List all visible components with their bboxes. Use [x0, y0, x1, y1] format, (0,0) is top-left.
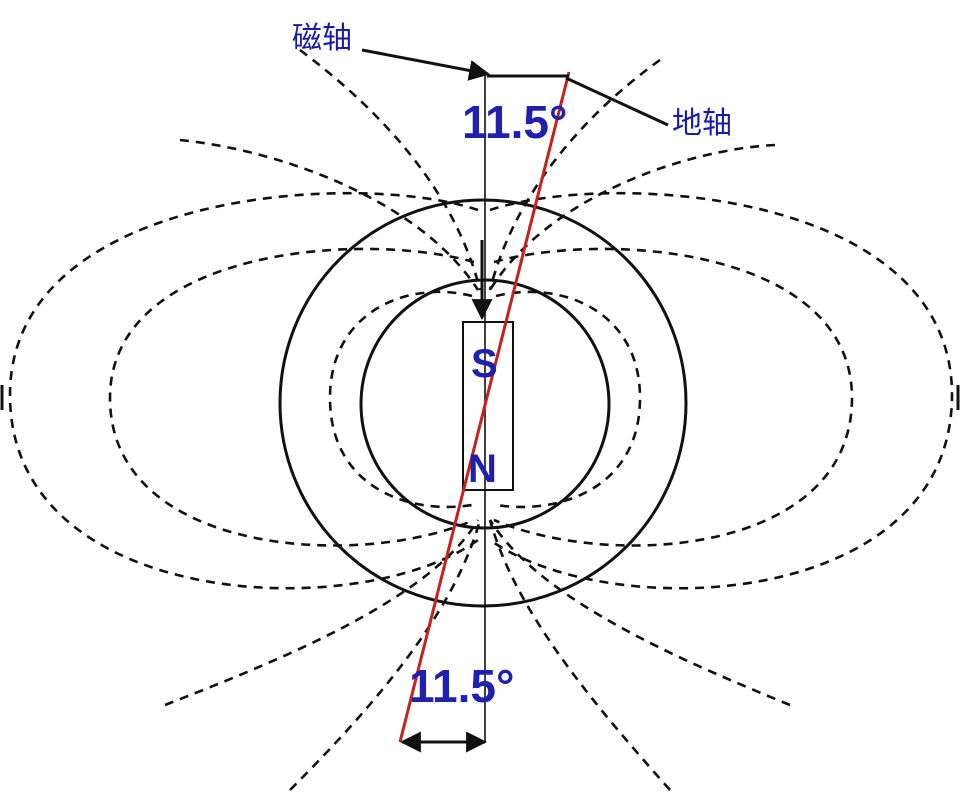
field-line-right-top-2 — [488, 58, 661, 291]
magnet-pole-n: N — [468, 447, 497, 491]
angle-label-top: 11.5° — [462, 96, 567, 148]
field-line-left-outer — [8, 191, 479, 590]
geographic-axis-label: 地轴 — [672, 106, 732, 141]
field-line-right-middle — [493, 247, 854, 547]
field-line-left-inner — [328, 290, 473, 509]
bar-magnet — [462, 321, 514, 491]
geographic-axis-line — [398, 71, 571, 743]
earth-outer-circle — [278, 198, 688, 608]
field-line-left-top-2 — [299, 48, 482, 291]
field-line-left-top-1 — [179, 138, 480, 291]
magnetic-axis-leader — [361, 48, 491, 81]
field-line-left-bottom-2 — [289, 519, 482, 791]
field-line-right-bottom-2 — [488, 519, 671, 791]
field-line-right-top-1 — [488, 143, 776, 291]
magnetic-axis-label: 磁轴 — [292, 21, 352, 56]
angle-label-bottom: 11.5° — [409, 660, 514, 712]
field-line-right-outer — [489, 191, 954, 590]
field-line-right-bottom-1 — [488, 519, 791, 707]
magnet-pole-s: S — [471, 342, 498, 386]
field-line-left-bottom-1 — [164, 519, 480, 707]
field-line-right-inner — [495, 290, 642, 509]
field-lines-right — [488, 58, 954, 791]
geographic-axis-leader — [565, 76, 669, 127]
